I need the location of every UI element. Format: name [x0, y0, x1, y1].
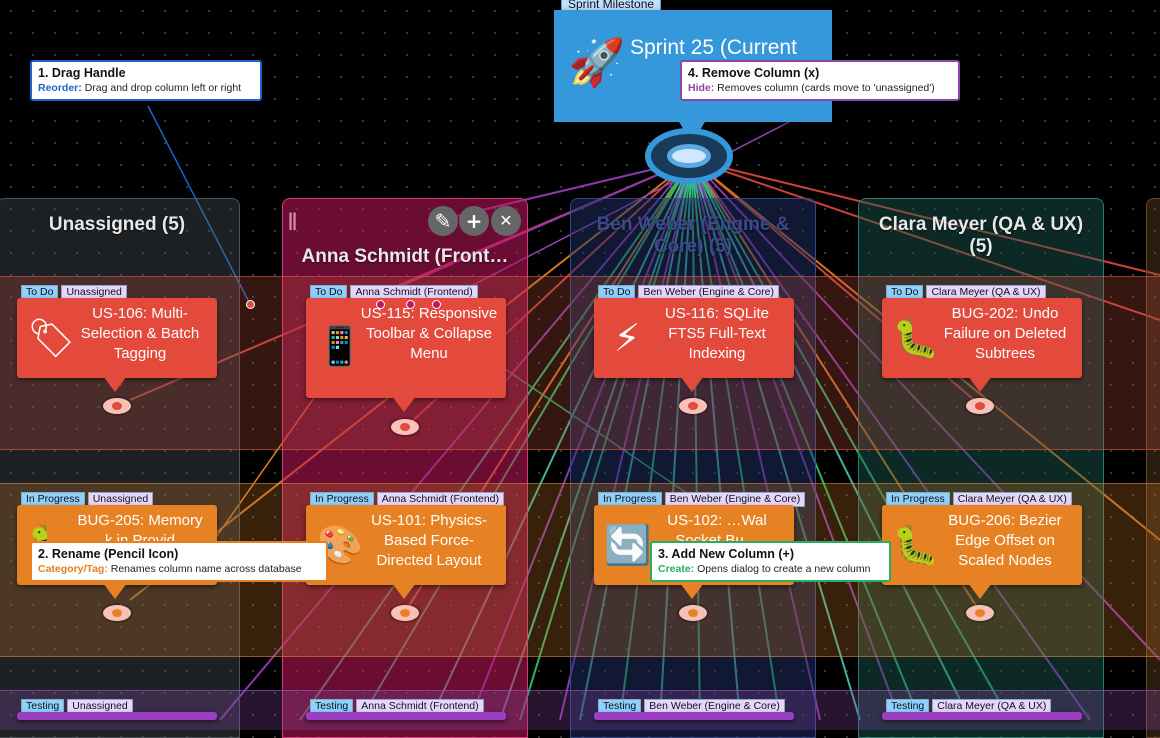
edge [691, 159, 1160, 321]
callout-desc: Drag and drop column left or right [84, 82, 242, 94]
callout-rename: 2. Rename (Pencil Icon) Category/Tag: Re… [30, 541, 328, 582]
owner-tag: Unassigned [87, 492, 154, 507]
callout-desc: Opens dialog to create a new column [697, 563, 871, 575]
callout-desc: Renames column name across database [110, 563, 302, 575]
tag-icon: 🏷 [27, 316, 76, 360]
rocket-icon: 🚀 [568, 35, 626, 89]
callout-remove-column: 4. Remove Column (x) Hide: Removes colum… [680, 60, 960, 101]
leader-marker [376, 300, 385, 309]
callout-title: 4. Remove Column (x) [688, 66, 820, 80]
column-title[interactable]: Anna Schmidt (Front… [301, 246, 509, 267]
mobile-phone-icon: 📱 [316, 324, 364, 368]
rename-pencil-button[interactable]: ✎ [428, 206, 458, 236]
callout-desc: Removes column (cards move to 'unassigne… [717, 82, 935, 94]
card-title: BUG-206: Bezier Edge Offset on Scaled No… [948, 512, 1062, 569]
drag-handle-icon[interactable]: || [288, 210, 297, 230]
callout-key: Reorder: [38, 82, 82, 94]
card-tail [968, 583, 992, 599]
leader-marker [406, 300, 415, 309]
callout-drag-handle: 1. Drag Handle Reorder: Drag and drop co… [30, 60, 262, 101]
card-title: BUG-202: Undo Failure on Deleted Subtree… [943, 305, 1067, 362]
task-card[interactable]: 🐛BUG-206: Bezier Edge Offset on Scaled N… [882, 505, 1082, 599]
column-title: Ben Weber (Engine & Core) (5) [596, 214, 790, 257]
callout-key: Category/Tag: [38, 563, 108, 575]
task-card[interactable]: 🏷US-106: Multi-Selection & Batch Tagging [17, 298, 217, 392]
owner-tag: Clara Meyer (QA & UX) [926, 285, 1046, 300]
card-tail [103, 376, 127, 392]
task-card[interactable]: ⚡ US-116: SQLite FTS5 Full-Text Indexing [594, 298, 794, 392]
card-anchor[interactable] [966, 398, 994, 414]
card-tail [968, 376, 992, 392]
add-column-button[interactable]: + [459, 206, 489, 236]
status-tag: To Do [310, 285, 348, 300]
card-tail [680, 376, 704, 392]
bug-icon: 🐛 [892, 316, 940, 360]
callout-leader [147, 105, 251, 305]
card-title: US-106: Multi-Selection & Batch Tagging [80, 305, 200, 362]
status-tag: To Do [886, 285, 924, 300]
card-anchor[interactable] [391, 419, 419, 435]
column-title: Unassigned (5) [48, 214, 186, 235]
task-card[interactable] [306, 712, 506, 720]
owner-tag: Ben Weber (Engine & Core) [644, 699, 785, 714]
owner-tag: Clara Meyer (QA & UX) [952, 492, 1072, 507]
column-title: Clara Meyer (QA & UX) (5) [878, 214, 1084, 257]
milestone-hub[interactable] [645, 128, 733, 184]
card-anchor[interactable] [391, 605, 419, 621]
callout-add-column: 3. Add New Column (+) Create: Opens dial… [650, 541, 891, 582]
owner-tag: Unassigned [67, 699, 133, 714]
card-anchor[interactable] [103, 605, 131, 621]
card-title: US-116: SQLite FTS5 Full-Text Indexing [665, 305, 769, 362]
lightning-icon: ⚡ [613, 316, 641, 360]
task-card[interactable]: 🐛BUG-202: Undo Failure on Deleted Subtre… [882, 298, 1082, 392]
bug-icon: 🐛 [892, 523, 940, 567]
owner-tag: Ben Weber (Engine & Core) [638, 285, 779, 300]
task-card[interactable] [17, 712, 217, 720]
card-title: US-115: Responsive Toolbar & Collapse Me… [360, 305, 498, 362]
callout-key: Hide: [688, 82, 715, 94]
milestone-hub-inner [667, 144, 711, 168]
refresh-icon: 🔄 [604, 523, 652, 567]
milestone-title: Sprint 25 (Current [630, 36, 797, 59]
callout-title: 2. Rename (Pencil Icon) [38, 547, 179, 561]
leader-marker [432, 300, 441, 309]
task-card[interactable] [594, 712, 794, 720]
leader-marker [246, 300, 255, 309]
edge [691, 159, 1160, 276]
status-tag: In Progress [21, 492, 85, 507]
remove-column-button[interactable]: ✕ [491, 206, 521, 236]
task-card[interactable]: 🎨US-101: Physics-Based Force-Directed La… [306, 505, 506, 599]
card-tail [680, 583, 704, 599]
card-anchor[interactable] [679, 398, 707, 414]
card-tail [392, 396, 416, 412]
callout-title: 1. Drag Handle [38, 66, 126, 80]
callout-key: Create: [658, 563, 695, 575]
card-title: US-101: Physics-Based Force-Directed Lay… [371, 512, 487, 569]
card-anchor[interactable] [966, 605, 994, 621]
card-tail [392, 583, 416, 599]
status-tag: In Progress [598, 492, 662, 507]
task-card[interactable]: 📱US-115: Responsive Toolbar & Collapse M… [306, 298, 506, 412]
card-anchor[interactable] [103, 398, 131, 414]
card-anchor[interactable] [679, 605, 707, 621]
task-card[interactable] [882, 712, 1082, 720]
card-tail [103, 583, 127, 599]
callout-title: 3. Add New Column (+) [658, 547, 794, 561]
